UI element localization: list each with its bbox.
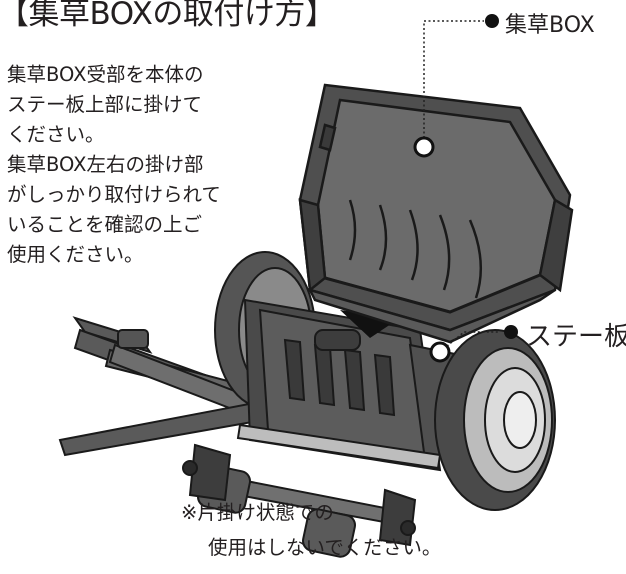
grass-box-label: 集草BOX bbox=[505, 13, 595, 38]
instruction-line: いることを確認の上ご bbox=[7, 213, 203, 236]
caution-note-line1: ※片掛け状態での bbox=[181, 501, 334, 524]
caution-note-line2: 使用はしないでください。 bbox=[208, 536, 442, 559]
grass-box bbox=[298, 83, 574, 344]
page-title: 【集草BOXの取付け方】 bbox=[0, 0, 336, 32]
mower-chassis bbox=[236, 298, 472, 472]
instruction-line: ステー板上部に掛けて bbox=[7, 93, 203, 116]
instruction-line: ください。 bbox=[7, 123, 105, 146]
instruction-line: 使用ください。 bbox=[7, 243, 144, 266]
instruction-text: 集草BOX受部を本体の ステー板上部に掛けて ください。 集草BOX左右の掛け部… bbox=[7, 60, 247, 270]
front-roller bbox=[182, 443, 417, 558]
stay-plate-label: ステー板 bbox=[526, 322, 626, 352]
instruction-line: 集草BOX左右の掛け部 bbox=[7, 153, 204, 176]
right-wheel bbox=[434, 329, 556, 511]
callout-dots bbox=[413, 14, 518, 363]
instruction-line: がしっかり取付けられて bbox=[7, 183, 221, 206]
instruction-line: 集草BOX受部を本体の bbox=[7, 63, 204, 86]
